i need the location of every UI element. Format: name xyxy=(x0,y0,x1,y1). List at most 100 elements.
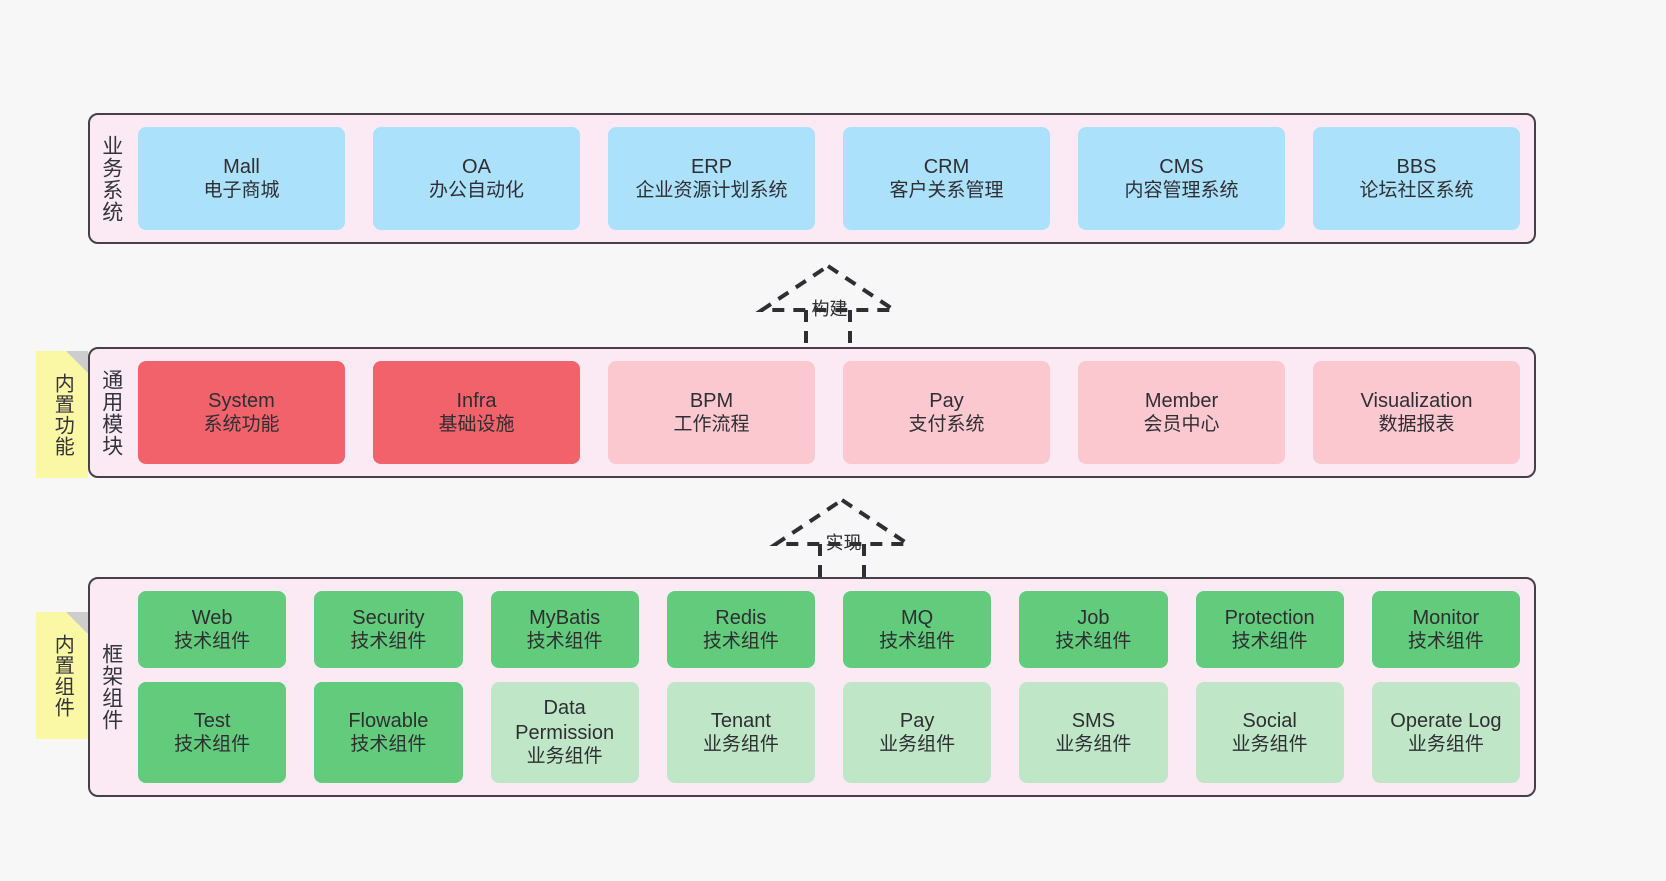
layer-common-modules: 通用模块 System 系统功能 Infra 基础设施 BPM 工作流程 Pay… xyxy=(88,347,1536,478)
card-bbs[interactable]: BBS 论坛社区系统 xyxy=(1313,127,1520,230)
card-title: Social xyxy=(1242,709,1297,732)
layer-body-business-systems: Mall 电子商城 OA 办公自动化 ERP 企业资源计划系统 CRM 客户关系… xyxy=(132,115,1534,242)
card-title: Job xyxy=(1077,606,1110,629)
card-infra[interactable]: Infra 基础设施 xyxy=(373,361,580,464)
card-subtitle: 业务组件 xyxy=(702,734,779,756)
card-social[interactable]: Social 业务组件 xyxy=(1195,681,1344,784)
note-builtin-features: 内置功能 xyxy=(36,351,88,478)
card-subtitle: 工作流程 xyxy=(673,414,750,436)
card-title: Redis xyxy=(715,606,767,629)
connector-build: 构建 xyxy=(755,262,901,344)
card-title: CRM xyxy=(923,155,970,178)
card-row: System 系统功能 Infra 基础设施 BPM 工作流程 Pay 支付系统… xyxy=(138,361,1520,464)
card-visualization[interactable]: Visualization 数据报表 xyxy=(1313,361,1520,464)
card-mall[interactable]: Mall 电子商城 xyxy=(138,127,345,230)
card-title: OA xyxy=(462,155,491,178)
layer-body-framework-components: Web 技术组件 Security 技术组件 MyBatis 技术组件 Redi… xyxy=(132,579,1534,795)
card-title: Data Permission xyxy=(515,697,615,744)
layer-body-common-modules: System 系统功能 Infra 基础设施 BPM 工作流程 Pay 支付系统… xyxy=(132,349,1534,476)
card-subtitle: 支付系统 xyxy=(908,414,985,436)
card-subtitle: 技术组件 xyxy=(174,734,251,756)
card-subtitle: 系统功能 xyxy=(203,414,280,436)
card-subtitle: 技术组件 xyxy=(1055,631,1132,653)
card-crm[interactable]: CRM 客户关系管理 xyxy=(843,127,1050,230)
connector-build-label: 构建 xyxy=(811,299,848,319)
card-title: Infra xyxy=(456,389,497,412)
card-subtitle: 客户关系管理 xyxy=(889,180,1004,202)
card-title: SMS xyxy=(1071,709,1116,732)
card-security[interactable]: Security 技术组件 xyxy=(314,591,463,668)
card-subtitle: 技术组件 xyxy=(1407,631,1484,653)
layer-business-systems: 业务系统 Mall 电子商城 OA 办公自动化 ERP 企业资源计划系统 CRM… xyxy=(88,113,1536,244)
note-label: 内置组件 xyxy=(51,633,74,718)
note-builtin-components: 内置组件 xyxy=(36,612,88,739)
card-title: System xyxy=(208,389,275,412)
card-subtitle: 电子商城 xyxy=(203,180,280,202)
card-member[interactable]: Member 会员中心 xyxy=(1078,361,1285,464)
card-web[interactable]: Web 技术组件 xyxy=(138,591,287,668)
card-data-permission[interactable]: Data Permission 业务组件 xyxy=(490,681,639,784)
layer-title-framework-components: 框架组件 xyxy=(99,643,123,731)
card-pay-business[interactable]: Pay 业务组件 xyxy=(843,681,992,784)
card-subtitle: 技术组件 xyxy=(174,631,251,653)
card-tenant[interactable]: Tenant 业务组件 xyxy=(666,681,815,784)
card-subtitle: 论坛社区系统 xyxy=(1359,180,1474,202)
card-title: Operate Log xyxy=(1390,709,1502,732)
card-subtitle: 企业资源计划系统 xyxy=(635,180,788,202)
card-subtitle: 技术组件 xyxy=(702,631,779,653)
card-row: Mall 电子商城 OA 办公自动化 ERP 企业资源计划系统 CRM 客户关系… xyxy=(138,127,1520,230)
card-title: Flowable xyxy=(348,709,429,732)
card-operate-log[interactable]: Operate Log 业务组件 xyxy=(1371,681,1520,784)
card-title: Tenant xyxy=(710,709,771,732)
card-subtitle: 业务组件 xyxy=(1055,734,1132,756)
card-test[interactable]: Test 技术组件 xyxy=(138,681,287,784)
card-subtitle: 会员中心 xyxy=(1143,414,1220,436)
layer-framework-components: 框架组件 Web 技术组件 Security 技术组件 MyBatis 技术组件… xyxy=(88,577,1536,797)
card-mq[interactable]: MQ 技术组件 xyxy=(843,591,992,668)
card-subtitle: 业务组件 xyxy=(879,734,956,756)
card-subtitle: 技术组件 xyxy=(1231,631,1308,653)
note-fold-corner-icon xyxy=(66,351,88,373)
card-title: Mall xyxy=(223,155,260,178)
card-title: MyBatis xyxy=(529,606,601,629)
card-title: BPM xyxy=(689,389,734,412)
card-subtitle: 业务组件 xyxy=(1407,734,1484,756)
card-flowable[interactable]: Flowable 技术组件 xyxy=(314,681,463,784)
card-title: Pay xyxy=(929,389,964,412)
card-erp[interactable]: ERP 企业资源计划系统 xyxy=(608,127,815,230)
card-subtitle: 基础设施 xyxy=(438,414,515,436)
card-title: Security xyxy=(352,606,425,629)
card-protection[interactable]: Protection 技术组件 xyxy=(1195,591,1344,668)
card-monitor[interactable]: Monitor 技术组件 xyxy=(1371,591,1520,668)
implement-arrow-icon xyxy=(769,497,915,578)
card-redis[interactable]: Redis 技术组件 xyxy=(666,591,815,668)
build-arrow-icon xyxy=(755,263,901,344)
card-title: MQ xyxy=(901,606,934,629)
card-subtitle: 技术组件 xyxy=(350,734,427,756)
card-subtitle: 技术组件 xyxy=(879,631,956,653)
card-bpm[interactable]: BPM 工作流程 xyxy=(608,361,815,464)
card-subtitle: 技术组件 xyxy=(526,631,603,653)
card-system[interactable]: System 系统功能 xyxy=(138,361,345,464)
card-subtitle: 办公自动化 xyxy=(428,180,524,202)
card-title: Pay xyxy=(899,709,935,732)
card-subtitle: 业务组件 xyxy=(1231,734,1308,756)
card-subtitle: 技术组件 xyxy=(350,631,427,653)
card-oa[interactable]: OA 办公自动化 xyxy=(373,127,580,230)
card-title: Web xyxy=(191,606,233,629)
note-label: 内置功能 xyxy=(51,372,74,457)
card-title: Member xyxy=(1144,389,1219,412)
card-title: Monitor xyxy=(1412,606,1480,629)
card-job[interactable]: Job 技术组件 xyxy=(1019,591,1168,668)
card-sms[interactable]: SMS 业务组件 xyxy=(1019,681,1168,784)
card-mybatis[interactable]: MyBatis 技术组件 xyxy=(490,591,639,668)
card-pay[interactable]: Pay 支付系统 xyxy=(843,361,1050,464)
card-title: Protection xyxy=(1224,606,1315,629)
card-subtitle: 业务组件 xyxy=(526,746,603,768)
card-cms[interactable]: CMS 内容管理系统 xyxy=(1078,127,1285,230)
card-title: BBS xyxy=(1396,155,1437,178)
card-row: Test 技术组件 Flowable 技术组件 Data Permission … xyxy=(138,681,1520,784)
card-subtitle: 内容管理系统 xyxy=(1124,180,1239,202)
card-title: Test xyxy=(193,709,231,732)
